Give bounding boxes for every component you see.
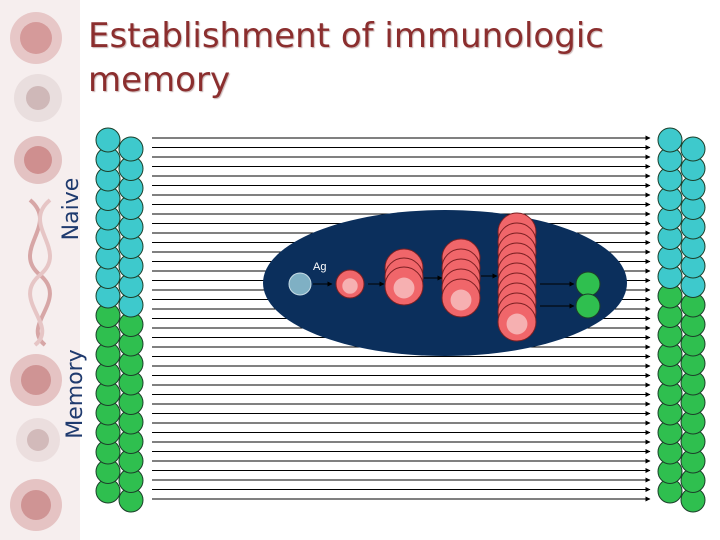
naive-cell — [288, 272, 312, 296]
virus-icon — [14, 136, 62, 184]
memory-cell — [575, 271, 601, 297]
virus-icon — [10, 354, 62, 406]
naive-cell — [657, 127, 683, 153]
decorative-side-strip — [0, 0, 80, 540]
cell-nucleus — [450, 289, 472, 311]
naive-cell — [680, 136, 706, 162]
cell-nucleus — [506, 313, 528, 335]
naive-cell — [95, 127, 121, 153]
memory-cell — [575, 293, 601, 319]
dna-helix-icon — [28, 198, 52, 347]
slide-title: Establishment of immunologic memory — [88, 16, 604, 100]
pollen-icon — [14, 74, 62, 122]
cell-nucleus — [342, 278, 358, 294]
antigen-label: Ag — [313, 261, 326, 273]
virus-icon — [10, 12, 62, 64]
pollen-icon — [16, 418, 60, 462]
naive-cell — [118, 136, 144, 162]
cell-nucleus — [393, 277, 415, 299]
virus-icon — [10, 479, 62, 531]
